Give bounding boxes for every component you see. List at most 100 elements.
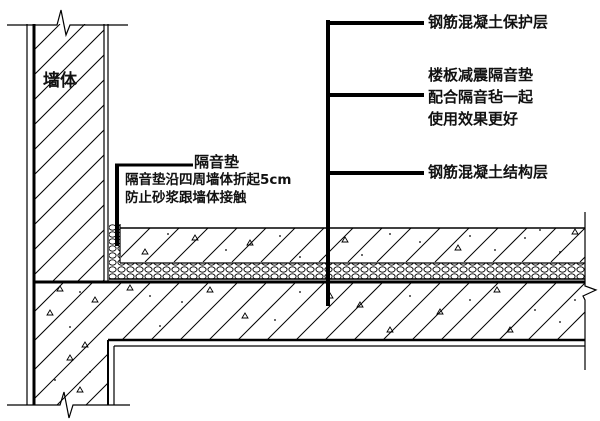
structural-hatch-line <box>35 282 36 405</box>
protective-hatch-line <box>260 228 296 262</box>
protective-aggregate-triangle <box>246 239 254 246</box>
wall-hatch-line <box>35 24 86 75</box>
protective-hatch-line <box>121 228 151 258</box>
protective-aggregate-dot <box>389 233 391 235</box>
right-break-line <box>582 212 598 370</box>
structural-hatch-line <box>259 282 384 405</box>
wall-hatch-line <box>35 129 104 200</box>
protective-aggregate-dot <box>494 249 496 251</box>
wall-hatch-line <box>35 24 61 50</box>
sound-pad-pattern <box>109 224 585 279</box>
bottom-break-line <box>7 391 130 419</box>
structural-aggregate-triangle <box>436 308 444 315</box>
protective-aggregate-triangle <box>571 228 579 235</box>
structural-aggregate-triangle <box>46 309 54 316</box>
structural-hatch-line <box>35 282 65 405</box>
wall-hatch-line <box>352 24 600 282</box>
structural-hatch <box>35 282 585 405</box>
structural-aggregate-dot <box>79 291 81 293</box>
structural-aggregate-triangle <box>81 341 89 348</box>
protective-hatch-line <box>492 228 528 262</box>
wall-label: 墙体 <box>43 71 77 91</box>
structural-aggregate-dot <box>159 325 161 327</box>
wall-hatch-line <box>51 229 104 282</box>
protective-hatch-line <box>521 228 557 262</box>
leaders <box>115 20 424 306</box>
structural-hatch-line <box>491 282 585 405</box>
label-pad-note-line-2: 配合隔音毡一起 <box>428 88 534 106</box>
structural-hatch-line <box>375 282 500 405</box>
top-break-line <box>7 9 128 38</box>
wall-hatch-line <box>152 24 410 282</box>
label-pad-note-line-3: 使用效果更好 <box>428 110 519 128</box>
protective-hatch-line <box>144 228 180 262</box>
label-pad-note-line-1: 楼板减震隔音垫 <box>428 66 534 84</box>
structural-hatch-line <box>404 282 529 405</box>
protective-aggregate-triangle <box>454 244 462 251</box>
structural-aggregate-triangle <box>386 326 394 333</box>
protective-hatch-line <box>173 228 209 262</box>
protective-aggregate-dot <box>167 233 169 235</box>
protective-aggregate-dot <box>361 254 363 256</box>
wall-hatch-line <box>35 29 104 100</box>
structural-aggregate-triangle <box>206 286 214 293</box>
structural-hatch-line <box>172 282 297 405</box>
protective-aggregate-dot <box>559 251 561 253</box>
protective-hatch-line <box>202 228 238 262</box>
structural-aggregate-triangle <box>506 326 514 333</box>
structural-aggregate-dot <box>574 299 576 301</box>
protective-aggregate-triangle <box>191 234 199 241</box>
structural-aggregate-dot <box>149 295 151 297</box>
structural-aggregate-triangle <box>76 386 84 393</box>
wall-hatch-line <box>227 24 485 282</box>
structural-aggregate-triangle <box>56 285 64 292</box>
label-structural-layer: 钢筋混凝土结构层 <box>428 163 549 181</box>
wall <box>7 9 600 419</box>
structural-hatch-line <box>578 282 585 405</box>
structural-aggregate-dot <box>559 321 561 323</box>
label-protective-layer: 钢筋混凝土保护层 <box>428 13 549 31</box>
structural-aggregate-triangle <box>126 284 134 291</box>
protective-hatch-line <box>434 228 470 262</box>
protective-aggregate-dot <box>524 237 526 239</box>
structural-aggregate-triangle <box>91 296 99 303</box>
structural-hatch-line <box>230 282 355 405</box>
structural-aggregate-dot <box>409 295 411 297</box>
structural-hatch-line <box>35 282 123 405</box>
structural-aggregate-dot <box>469 299 471 301</box>
protective-hatch <box>121 228 585 262</box>
wall-hatch-line <box>35 79 104 150</box>
protective-hatch-line <box>347 228 383 262</box>
wall-hatch-line <box>35 179 104 250</box>
wall-hatch-line <box>35 104 104 175</box>
structural-aggregate-dot <box>274 319 276 321</box>
protective-hatch-line <box>289 228 325 262</box>
sound-pad <box>109 224 585 280</box>
protective-aggregate-triangle <box>141 248 149 255</box>
protective-aggregate-dot <box>539 229 541 231</box>
label-pad-detail-line-1: 隔音垫沿四周墙体折起5cm <box>125 172 292 188</box>
protective-hatch-line <box>463 228 499 262</box>
structural-aggregate-triangle <box>356 301 364 308</box>
structural-slab <box>35 280 585 405</box>
protective-hatch-line <box>405 228 441 262</box>
structural-hatch-line <box>520 282 585 405</box>
structural-hatch-line <box>143 282 268 405</box>
wall-hatch-line <box>202 24 460 282</box>
wall-hatch-line <box>327 24 585 282</box>
structural-aggregate-triangle <box>493 286 501 293</box>
structural-aggregate-dot <box>181 301 183 303</box>
structural-aggregate-triangle <box>66 354 74 361</box>
structural-aggregate-dot <box>89 371 91 373</box>
protective-layer <box>120 227 585 262</box>
structural-hatch-line <box>85 282 210 405</box>
protective-hatch-line <box>318 228 354 262</box>
protective-aggregate-dot <box>279 235 281 237</box>
structural-hatch-line <box>56 282 181 405</box>
wall-hatch-line <box>127 24 385 282</box>
wall-hatch-line <box>302 24 560 282</box>
structural-aggregate-dot <box>534 309 536 311</box>
wall-hatch <box>35 24 600 282</box>
label-pad-title: 隔音垫 <box>194 153 240 171</box>
structural-hatch-line <box>462 282 585 405</box>
